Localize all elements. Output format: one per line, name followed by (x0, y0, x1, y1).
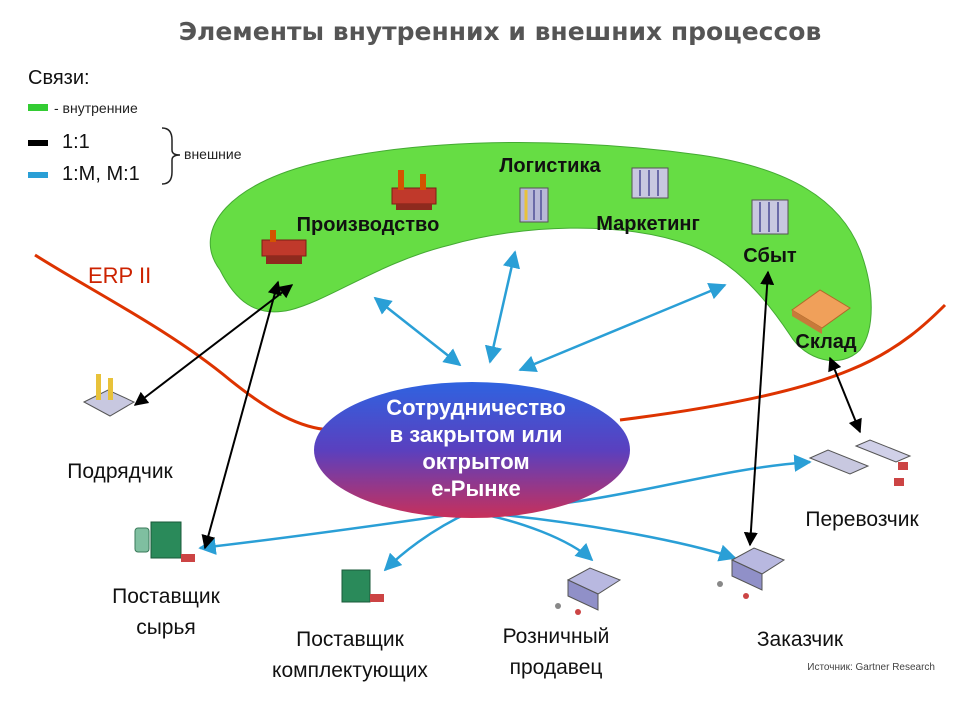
node-logistics-label: Логистика (499, 155, 601, 177)
node-retailer-label-2: продавец (510, 656, 603, 679)
node-supplier-parts-label-1: Поставщик (296, 628, 404, 651)
legend-one-to-one-swatch (28, 140, 48, 146)
node-production-label: Производство (297, 214, 440, 236)
node-supplier-raw-label-2: сырья (136, 616, 196, 639)
node-warehouse-label: Склад (795, 331, 857, 353)
legend-one-to-one-label: 1:1 (62, 131, 90, 153)
node-retailer-label-1: Розничный (503, 625, 610, 648)
link-production-supplier-raw (201, 280, 282, 550)
legend-brace (161, 127, 181, 185)
link-center-supplier-parts (383, 510, 471, 572)
legend: Связи: - внутренние 1:1 1:M, M:1 внешние (28, 67, 242, 185)
node-supplier-raw-label-1: Поставщик (112, 585, 220, 608)
retailer-icon (555, 567, 622, 615)
source-credit: Источник: Gartner Research (807, 662, 935, 673)
node-marketing-label: Маркетинг (596, 213, 700, 235)
factory-icon-2 (261, 230, 307, 264)
erp-label: ERP II (88, 263, 151, 288)
center-line-2: в закрытом или (390, 422, 563, 447)
legend-external-label: внешние (184, 146, 242, 162)
link-center-customer (469, 510, 737, 562)
diagram-title: Элементы внутренних и внешних процессов (179, 17, 822, 46)
supplier-raw-icon (134, 521, 195, 562)
warehouse-icon (791, 289, 851, 334)
customer-icon (717, 547, 786, 599)
link-center-logistics (484, 250, 521, 364)
center-line-1: Сотрудничество (386, 395, 566, 420)
node-carrier-label: Перевозчик (805, 508, 919, 531)
legend-one-to-many-label: 1:M, M:1 (62, 163, 140, 185)
supplier-parts-icon (341, 569, 384, 603)
collaboration-label: Сотрудничество в закрытом или октрытом е… (386, 395, 566, 501)
center-line-4: е-Рынке (431, 476, 521, 501)
legend-heading: Связи: (28, 67, 90, 89)
container-icon-sales (751, 199, 789, 235)
collaboration-oval (314, 382, 630, 518)
legend-one-to-many-swatch (28, 172, 48, 178)
center-line-3: октрытом (422, 449, 529, 474)
link-center-marketing (518, 282, 727, 373)
contractor-icon (82, 374, 136, 417)
carrier-icon (808, 439, 912, 486)
internal-zone (209, 142, 872, 362)
container-icon-marketing (631, 167, 669, 199)
link-center-supplier-raw (198, 510, 471, 555)
one-to-one-links (133, 270, 862, 550)
link-warehouse-carrier (828, 356, 862, 434)
legend-internal-swatch (28, 104, 48, 111)
link-production-contractor (133, 284, 294, 406)
node-customer-label: Заказчик (757, 628, 844, 651)
node-sales-label: Сбыт (743, 245, 797, 267)
container-icon-logistics (519, 187, 549, 223)
legend-internal-label: - внутренние (54, 100, 138, 116)
factory-icon-1 (391, 170, 437, 210)
node-contractor-label: Подрядчик (67, 460, 173, 483)
link-sales-customer (743, 270, 775, 547)
node-supplier-parts-label-2: комплектующих (272, 659, 428, 682)
link-center-production (373, 296, 462, 367)
